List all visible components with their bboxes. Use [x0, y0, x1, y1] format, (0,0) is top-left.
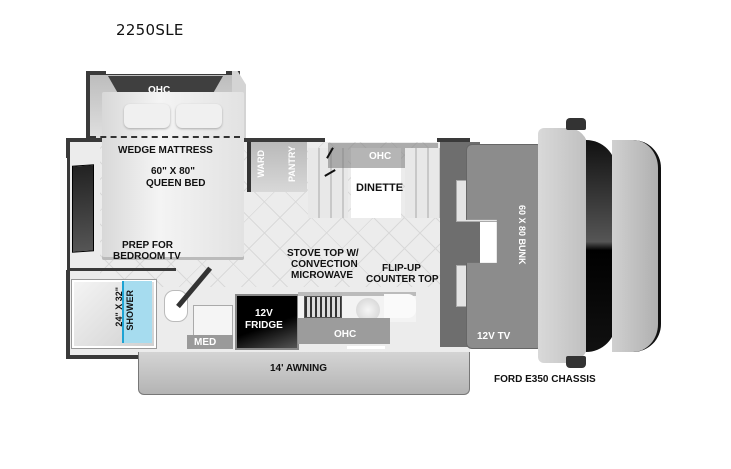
pantry-label: PANTRY	[287, 146, 297, 182]
windshield	[586, 140, 616, 352]
cab-roof	[538, 128, 588, 363]
kitchen-ohc-label: OHC	[334, 329, 357, 340]
hood	[612, 140, 661, 352]
wedge-divider-line	[90, 136, 240, 138]
rear-window	[64, 158, 67, 270]
model-title: 2250SLE	[116, 21, 184, 39]
stove-label-2: CONVECTION	[291, 259, 358, 270]
slideout-top-edge	[106, 71, 226, 74]
awning-label: 14' AWNING	[270, 363, 328, 374]
fridge-label-2: FRIDGE	[245, 320, 283, 331]
mirror-top	[566, 118, 586, 130]
ward-label: WARD	[256, 150, 266, 178]
med-cabinet	[187, 335, 233, 349]
pillow-left	[124, 104, 170, 128]
kitchen-window	[347, 346, 385, 349]
fridge	[235, 294, 299, 350]
bedroom-ohc-label: OHC	[148, 85, 171, 96]
bedroom-wall	[68, 268, 176, 271]
cab-tv-label: 12V TV	[477, 331, 511, 342]
shower-size-label: 24" X 32"	[114, 287, 124, 327]
flip-label-1: FLIP-UP	[382, 263, 421, 274]
chassis-label: FORD E350 CHASSIS	[494, 374, 596, 385]
stove-label-3: MICROWAVE	[291, 270, 354, 281]
prep-tv-label-1: PREP FOR	[122, 240, 173, 251]
bed-type-label: QUEEN BED	[146, 178, 206, 189]
bunk-label: 60 X 80 BUNK	[517, 205, 527, 265]
pillow-right	[176, 104, 222, 128]
shower-glass	[122, 281, 152, 343]
awning	[138, 352, 470, 395]
dinette-ohc-label: OHC	[369, 151, 392, 162]
bedroom-tv	[72, 164, 94, 253]
pantry	[279, 142, 307, 192]
dinette-window	[325, 138, 437, 142]
flip-up-counter	[384, 294, 416, 318]
stove-label-1: STOVE TOP W/	[287, 248, 359, 259]
wedge-mattress-label: WEDGE MATTRESS	[118, 145, 213, 156]
bed-size-label: 60" X 80"	[151, 166, 195, 177]
shower-label: SHOWER	[125, 290, 135, 331]
dinette-label: DINETTE	[356, 182, 404, 194]
wardrobe	[247, 142, 279, 192]
fridge-label-1: 12V	[255, 308, 273, 319]
prep-tv-label-2: BEDROOM TV	[113, 251, 181, 262]
mirror-bottom	[566, 356, 586, 368]
bedroom-ohc-cabinet	[108, 76, 223, 92]
med-label: MED	[194, 337, 217, 348]
bathroom-sink	[193, 305, 233, 337]
stove-top	[304, 296, 342, 318]
flip-label-2: COUNTER TOP	[366, 274, 439, 285]
kitchen-ohc-cabinet	[298, 318, 390, 344]
